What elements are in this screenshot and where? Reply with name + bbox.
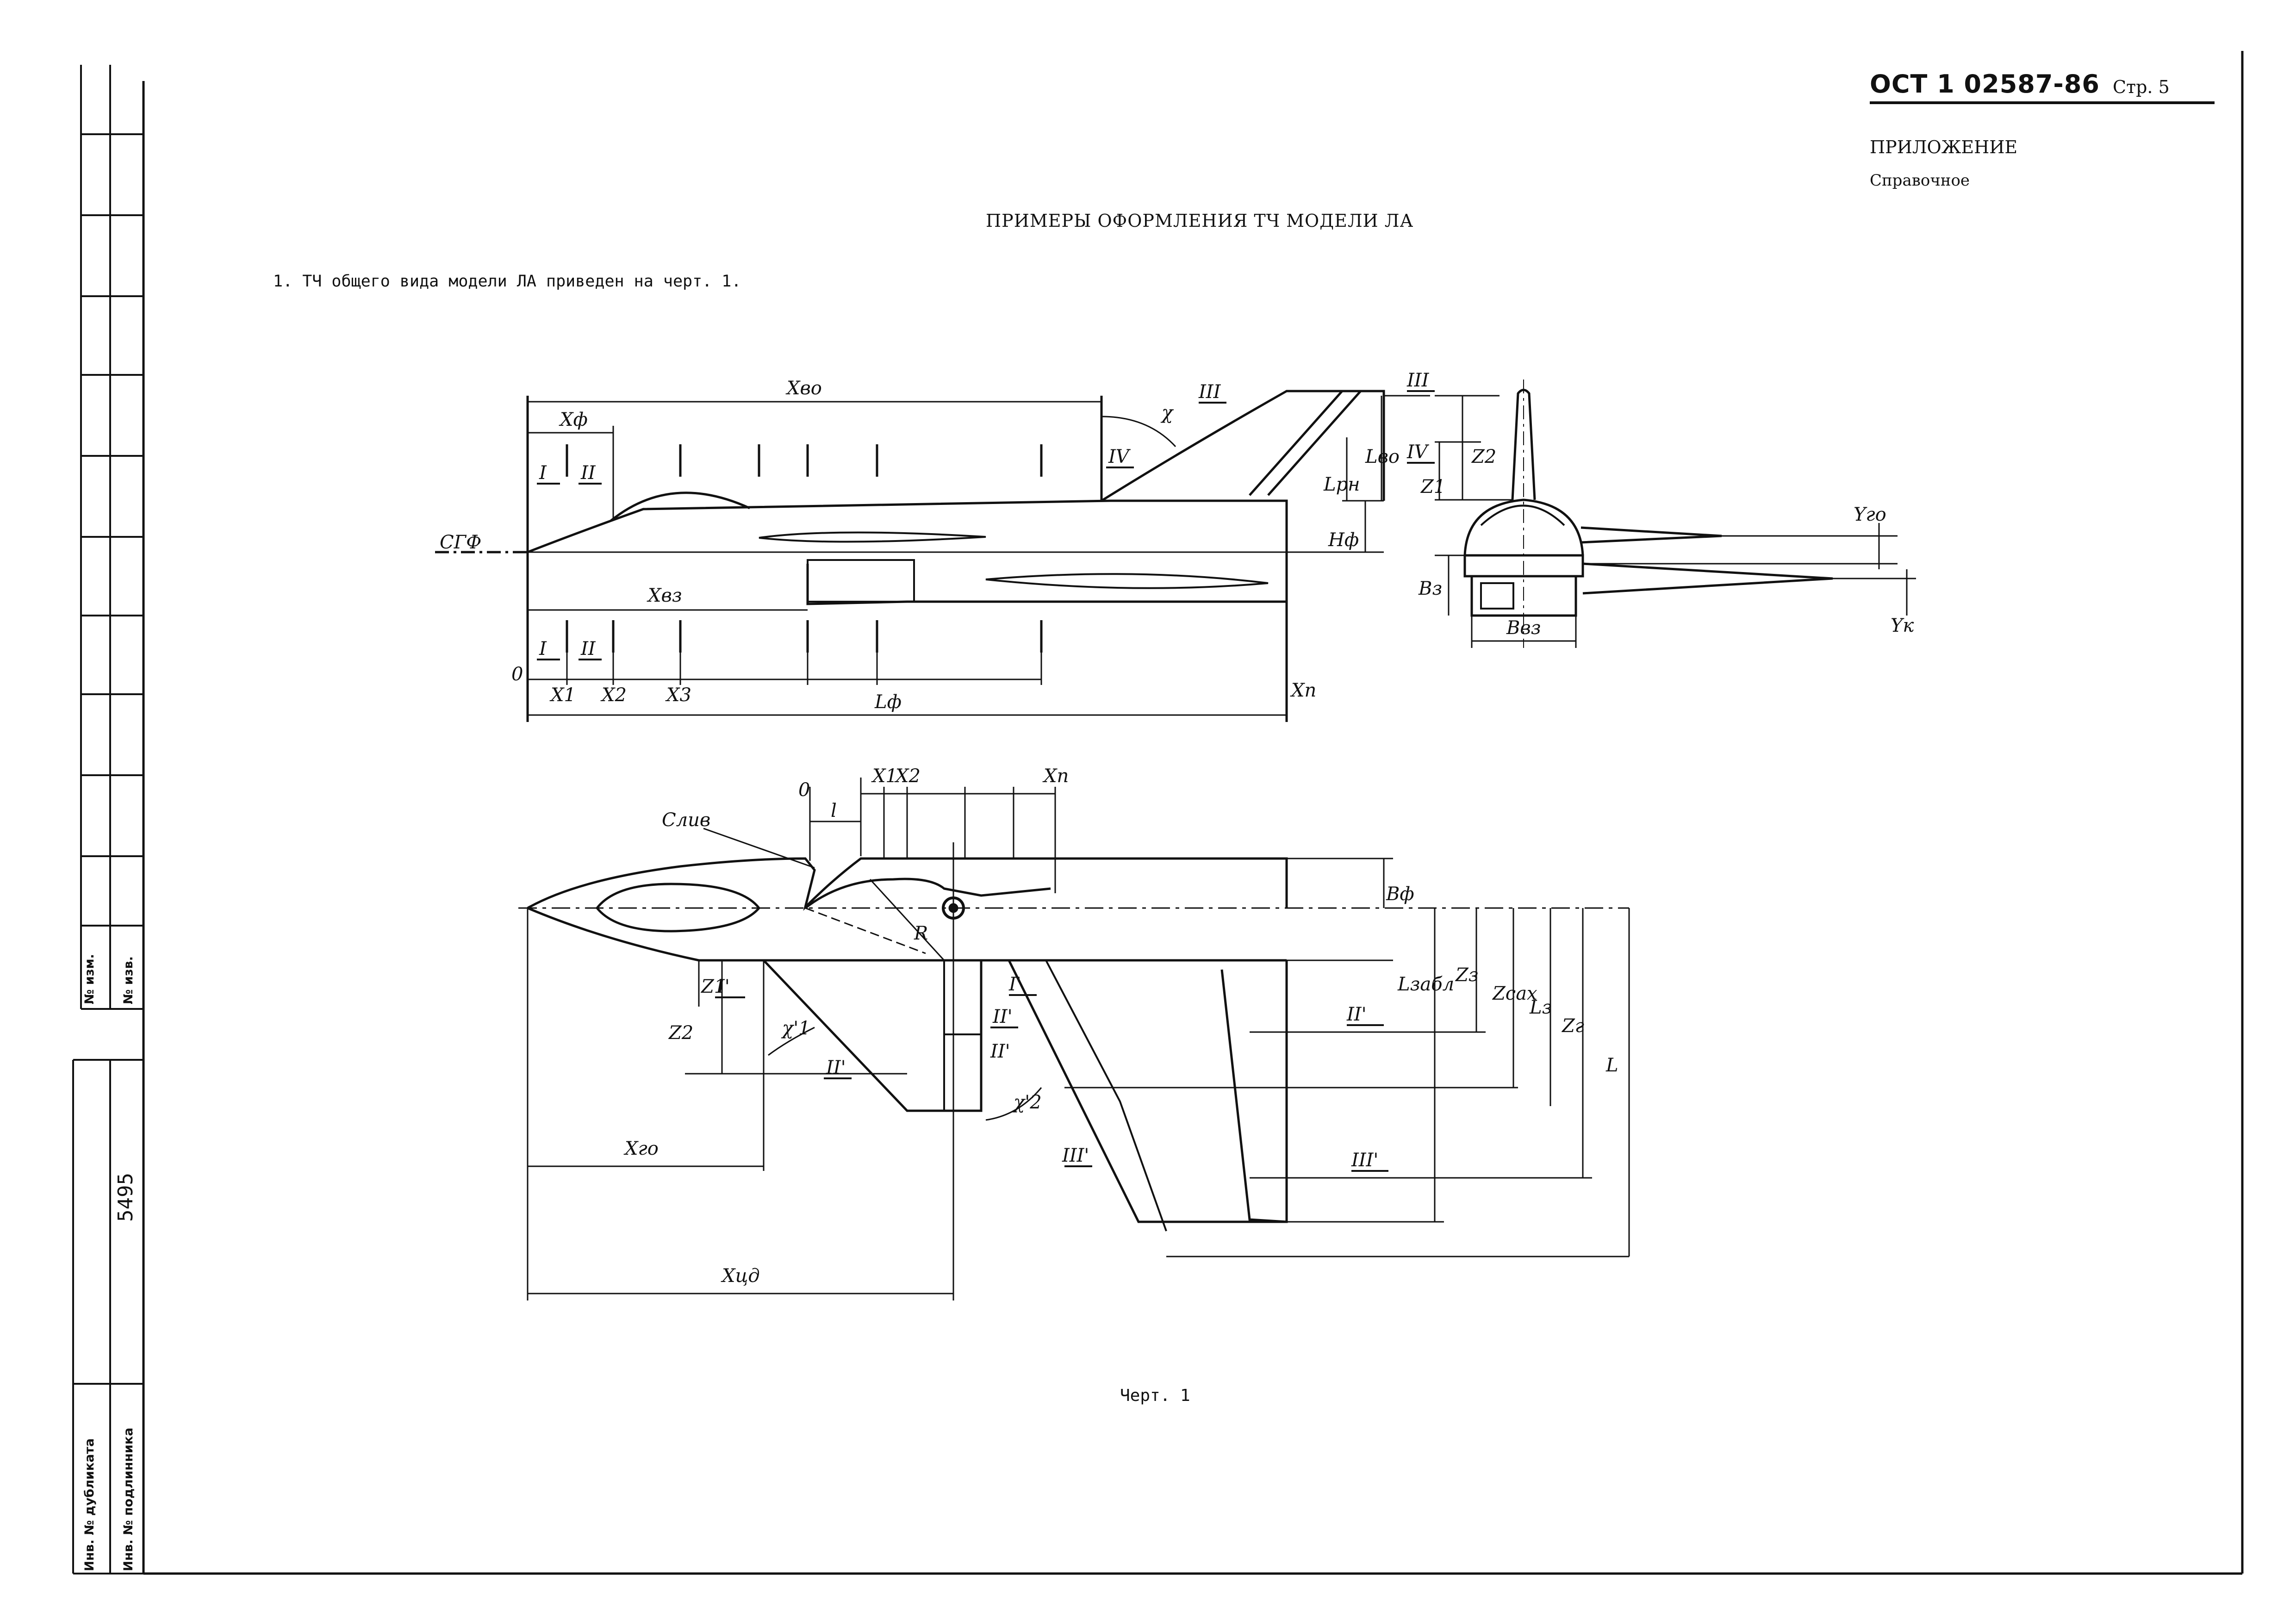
label-z-r: Zг xyxy=(1561,1015,1584,1037)
label-z1-plan: Z1 xyxy=(700,976,726,997)
label-sec-II-right: II' xyxy=(992,1006,1013,1027)
label-sec-I-top: I xyxy=(539,462,547,484)
label-l-f: Lф xyxy=(874,691,902,713)
label-r: R xyxy=(914,923,928,944)
label-x-go: Xго xyxy=(623,1138,659,1159)
document-code: ОСТ 1 02587-86 xyxy=(1870,69,2100,99)
appendix-label: ПРИЛОЖЕНИЕ xyxy=(1870,137,2018,157)
label-sec-III-side: III xyxy=(1198,381,1221,403)
label-h-f: Hф xyxy=(1328,529,1359,551)
label-sec-II-left: II' xyxy=(826,1057,846,1078)
front-view xyxy=(1407,380,1916,648)
label-big-l: L xyxy=(1605,1055,1618,1076)
label-x-f: Xф xyxy=(559,409,588,430)
side-view xyxy=(435,390,1430,722)
label-z-z: Zз xyxy=(1455,964,1479,986)
label-z2-front: Z2 xyxy=(1471,446,1496,467)
label-sec-II-right-lower: II' xyxy=(990,1041,1010,1062)
label-chi2: χ'2 xyxy=(1012,1092,1042,1113)
label-sec-II-top: II xyxy=(580,462,596,484)
label-z2-plan: Z2 xyxy=(668,1022,693,1044)
label-sec-I-right: I' xyxy=(1008,974,1021,995)
label-chi1: χ'1 xyxy=(781,1018,810,1039)
label-sliv: Слив xyxy=(662,809,710,831)
side-view-labels: Xво Xф χ III IV I II СГФ Xвз I II 0 X1 X… xyxy=(440,378,1400,713)
label-sgf: СГФ xyxy=(440,532,481,553)
label-l-vo: Lво xyxy=(1365,446,1400,467)
label-sec-III-left: III' xyxy=(1062,1145,1089,1166)
label-sec-II-far: II' xyxy=(1346,1004,1367,1025)
label-sec-IV-side: IV xyxy=(1108,446,1131,467)
page-frame xyxy=(142,51,2244,1575)
paragraph-1: 1. ТЧ общего вида модели ЛА приведен на … xyxy=(273,272,741,291)
label-sec-III-far: III' xyxy=(1351,1150,1378,1171)
label-zero-side: 0 xyxy=(511,664,523,685)
figure-caption: Черт. 1 xyxy=(1120,1386,1190,1405)
label-x2-side: X2 xyxy=(600,684,627,706)
label-sec-III-front: III xyxy=(1406,370,1430,391)
label-x-cd: Xцд xyxy=(721,1265,760,1287)
plan-view-labels: 0 X1 X2 Xп l Слив R Bф Z1 Z2 I' II' I' I… xyxy=(623,765,1618,1287)
side-stamp-grid xyxy=(72,65,143,1574)
label-x2-plan: X2 xyxy=(894,765,921,787)
label-l-zabl: Lзабл xyxy=(1397,974,1454,995)
label-x1-side: X1 xyxy=(549,684,576,706)
label-x-p-side: Xп xyxy=(1290,680,1316,701)
label-zero-plan: 0 xyxy=(798,779,810,801)
label-b-z: Bз xyxy=(1418,578,1442,599)
label-y-k: Yк xyxy=(1891,615,1914,636)
label-sec-IV-front: IV xyxy=(1406,442,1430,463)
label-z1-front: Z1 xyxy=(1420,476,1445,498)
label-x1-plan: X1 xyxy=(871,765,897,787)
label-sec-II-bottom: II xyxy=(580,638,596,660)
label-b-f: Bф xyxy=(1386,884,1414,905)
label-l-z: Lз xyxy=(1529,997,1552,1018)
label-x-vo: Xво xyxy=(785,378,822,399)
page-number: Стр. 5 xyxy=(2113,77,2170,97)
label-l-rn: Lрн xyxy=(1323,474,1360,495)
label-x-p-plan: Xп xyxy=(1042,765,1069,787)
label-sec-I-bottom: I xyxy=(539,638,547,660)
plan-view xyxy=(518,778,1630,1300)
label-x-vz: Xвз xyxy=(647,585,682,606)
label-y-go: Yго xyxy=(1854,504,1886,525)
label-l-plan: l xyxy=(831,800,837,821)
label-chi: χ xyxy=(1160,402,1174,423)
label-z-sah: Zсах xyxy=(1492,983,1537,1004)
label-sec-I-left: I' xyxy=(717,976,730,997)
page-title: ПРИМЕРЫ ОФОРМЛЕНИЯ ТЧ МОДЕЛИ ЛА xyxy=(986,211,1414,231)
label-x3-side: X3 xyxy=(665,684,691,706)
label-b-vz: Bвз xyxy=(1506,617,1541,639)
front-view-labels: III IV Z2 Z1 Yго Bз Bвз Yк xyxy=(1406,370,1914,639)
reference-type: Справочное xyxy=(1870,171,1970,190)
